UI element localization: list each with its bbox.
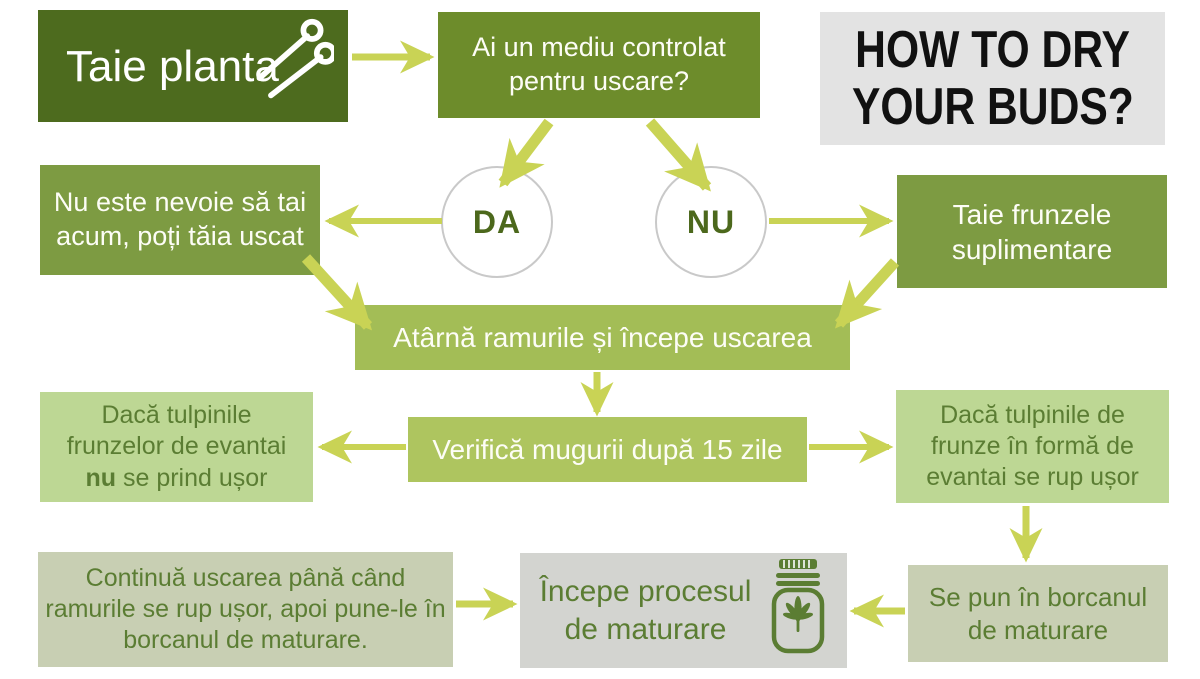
check-label: Verifică mugurii după 15 zile <box>432 434 783 465</box>
curing-jar-icon <box>767 558 829 664</box>
answer-no-label: NU <box>686 203 736 240</box>
page-title: HOW TO DRY YOUR BUDS? <box>820 12 1165 145</box>
condition-right-label: Dacă tulpinile de frunze în formă de eva… <box>926 400 1139 492</box>
step-hang-branches: Atârnă ramurile și începe uscarea <box>355 305 850 370</box>
title-line-2: YOUR BUDS? <box>851 77 1134 136</box>
no-cut-label: Nu este nevoie să tai acum, poți tăia us… <box>53 187 307 251</box>
condition-stems-snap-easily: Dacă tulpinile de frunze în formă de eva… <box>896 390 1169 503</box>
step-start-curing: Începe procesul de maturare <box>520 553 847 668</box>
condition-left-label: Dacă tulpinile frunzelor de evantai nu s… <box>52 400 301 494</box>
step-cut-plant: Taie planta <box>38 10 348 122</box>
condition-stems-do-not-snap: Dacă tulpinile frunzelor de evantai nu s… <box>40 392 313 502</box>
condition-left-pre: Dacă tulpinile frunzelor de evantai <box>66 401 287 461</box>
answer-yes-circle: DA <box>441 166 553 278</box>
put-jar-label: Se pun în borcanul de maturare <box>928 582 1148 645</box>
question-label: Ai un mediu controlat pentru uscare? <box>472 32 726 96</box>
continue-label: Continuă uscarea până când ramurile se r… <box>45 563 446 655</box>
step-put-in-jar: Se pun în borcanul de maturare <box>908 565 1168 662</box>
answer-yes-label: DA <box>472 203 522 240</box>
step-no-cut-needed: Nu este nevoie să tai acum, poți tăia us… <box>40 165 320 275</box>
question-controlled-environment: Ai un mediu controlat pentru uscare? <box>438 12 760 118</box>
step-check-buds: Verifică mugurii după 15 zile <box>408 417 807 482</box>
condition-left-post: se prind ușor <box>116 463 268 492</box>
cure-label: Începe procesul de maturare <box>539 575 752 646</box>
answer-no-circle: NU <box>655 166 767 278</box>
trim-label: Taie frunzele suplimentare <box>951 198 1113 265</box>
step-trim-extra-leaves: Taie frunzele suplimentare <box>897 175 1167 288</box>
scissors-icon <box>248 17 337 116</box>
title-line-1: HOW TO DRY <box>855 21 1130 80</box>
step-continue-drying: Continuă uscarea până când ramurile se r… <box>38 552 453 667</box>
cut-plant-label: Taie planta <box>66 41 279 91</box>
hang-label: Atârnă ramurile și începe uscarea <box>393 322 812 353</box>
condition-left-emphasis: nu <box>85 463 117 492</box>
